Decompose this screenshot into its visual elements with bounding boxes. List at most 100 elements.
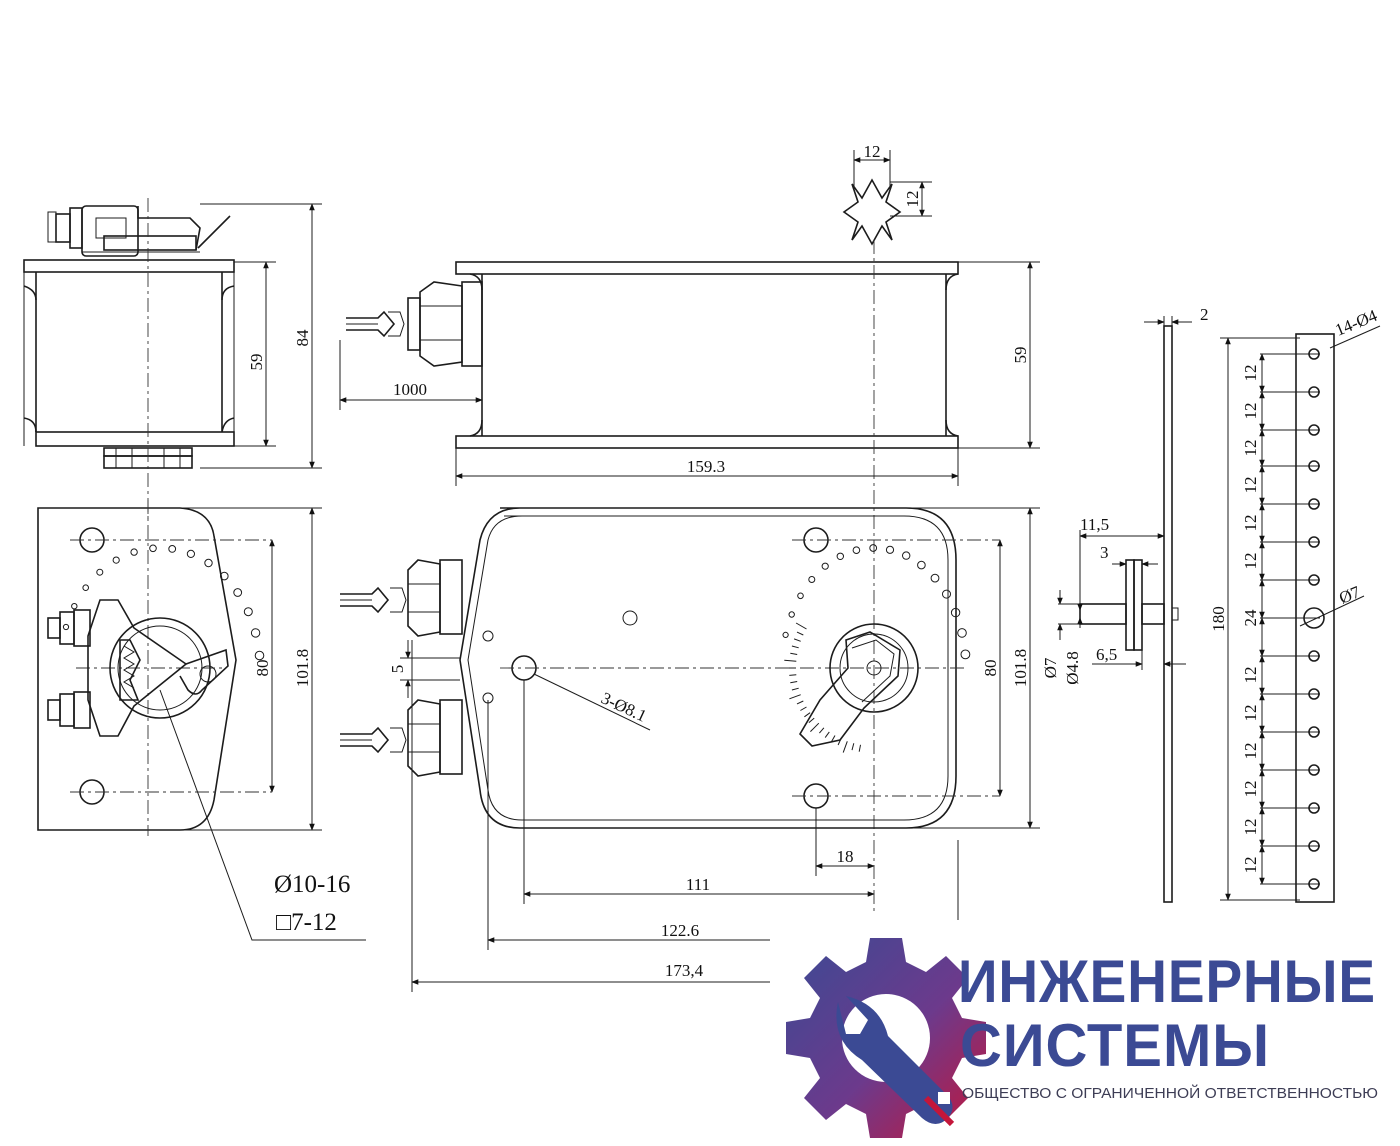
dim-top-length: 159.3: [687, 457, 725, 476]
company-logo: ИНЖЕНЕРНЫЕ СИСТЕМЫ ОБЩЕСТВО С ОГРАНИЧЕНН…: [770, 920, 1400, 1146]
dim-front-122: 122.6: [661, 921, 699, 940]
strip-pitch-label: 12: [1241, 365, 1260, 382]
strip-holes: [1260, 348, 1325, 890]
scale-tick: [784, 659, 797, 662]
dim-front-18: 18: [837, 847, 854, 866]
dim-top-59: 59: [1011, 347, 1030, 364]
scale-dot: [233, 588, 243, 597]
scale-dot: [250, 628, 261, 638]
scale-dot: [869, 544, 878, 552]
scale-dot: [852, 546, 861, 555]
strip-pitch-label: 12: [1241, 515, 1260, 532]
scale-tick: [790, 652, 798, 655]
strip-pitch-label: 12: [1241, 781, 1260, 798]
strip-mid-label: 24: [1241, 609, 1260, 627]
scale-tick: [808, 717, 815, 723]
dim-front-173: 173,4: [665, 961, 704, 980]
scale-tick: [796, 631, 804, 636]
scale-tick: [819, 727, 825, 734]
scale-tick: [789, 694, 801, 700]
strip-pitch-label: 12: [1241, 440, 1260, 457]
front-position-dots: [782, 544, 971, 660]
scale-dot: [960, 649, 971, 660]
shaft-profile: 12 12: [842, 142, 932, 246]
dim-front-80: 80: [981, 660, 1000, 677]
dim-front-5: 5: [388, 665, 407, 674]
scale-dot: [82, 584, 89, 592]
scale-dot: [930, 573, 940, 583]
scale-tick: [793, 638, 801, 642]
scale-tick: [804, 712, 811, 718]
dim-star-width: 12: [864, 142, 881, 161]
scale-dot: [71, 603, 78, 610]
scale-dot: [917, 560, 926, 570]
dim-bracket-11-5: 11,5: [1080, 515, 1109, 534]
logo-line-1: ИНЖЕНЕРНЫЕ: [958, 948, 1376, 1015]
end-view: Ø10-16 □7-12 80 101.8: [37, 500, 366, 941]
scale-tick: [831, 735, 836, 742]
scale-tick: [795, 622, 807, 630]
scale-dot: [254, 650, 265, 661]
dim-end-101: 101.8: [293, 649, 312, 687]
logo-line-2: СИСТЕМЫ: [960, 1012, 1270, 1079]
strip-pitch-label: 12: [1241, 553, 1260, 570]
dim-side-84: 84: [293, 329, 312, 347]
scale-tick: [790, 681, 798, 684]
dim-front-101: 101.8: [1011, 649, 1030, 687]
strip-pitch-label: 12: [1241, 705, 1260, 722]
shaft-square-label: □7-12: [276, 909, 337, 936]
dim-side-59: 59: [247, 354, 266, 371]
dim-front-holes: 3-Ø8.1: [598, 688, 649, 725]
dim-front-111: 111: [686, 875, 710, 894]
shaft-diameter-label: Ø10-16: [274, 871, 350, 898]
scale-tick: [810, 722, 820, 732]
dim-end-80: 80: [253, 660, 272, 677]
gear-wrench-icon: [786, 938, 986, 1138]
scale-dot: [885, 545, 895, 554]
strip-pitch-label: 12: [1241, 667, 1260, 684]
dim-bracket-6-5: 6,5: [1096, 645, 1117, 664]
dim-strip-holes: 14-Ø4: [1332, 306, 1380, 340]
scale-dot: [788, 611, 795, 618]
scale-dot: [836, 552, 844, 560]
scale-dot: [797, 592, 804, 600]
top-view: 1000 59 159.3: [339, 240, 1040, 912]
dim-star-height: 12: [903, 191, 922, 208]
scale-tick: [796, 700, 804, 705]
scale-tick: [851, 743, 855, 751]
scale-tick: [791, 645, 799, 649]
bracket-profile: 2 11,5 3 Ø7 Ø4.8 6,5: [1041, 305, 1209, 903]
scale-dot: [112, 556, 120, 564]
dim-bracket-3: 3: [1100, 543, 1109, 562]
strip-pitch-label: 12: [1241, 857, 1260, 874]
scale-dot: [902, 551, 911, 560]
dim-bracket-2: 2: [1200, 305, 1209, 324]
scale-tick: [858, 744, 861, 752]
scale-dot: [204, 558, 213, 568]
strip-pitch-label: 12: [1241, 477, 1260, 494]
scale-dot: [149, 544, 157, 553]
scale-dot: [942, 589, 951, 599]
dim-strip-d7: Ø7: [1336, 582, 1363, 608]
scale-dot: [220, 571, 229, 581]
strip-pitch-label: 12: [1241, 743, 1260, 760]
scale-tick: [842, 741, 848, 753]
scale-dot: [950, 607, 961, 618]
scale-dot: [957, 628, 967, 638]
dim-bracket-d48: Ø4.8: [1063, 651, 1082, 685]
scale-tick: [824, 731, 830, 738]
dim-cable-length: 1000: [393, 380, 427, 399]
scale-tick: [791, 687, 799, 691]
scale-tick: [789, 674, 797, 676]
angle-scale: [784, 622, 861, 753]
scale-dot: [782, 631, 789, 639]
scale-dot: [130, 548, 138, 556]
strip-pitch-label: 12: [1241, 819, 1260, 836]
position-dots: [62, 544, 265, 661]
dim-bracket-d7: Ø7: [1041, 657, 1060, 678]
scale-dot: [168, 545, 177, 553]
side-view-top: 59 84: [23, 198, 322, 520]
